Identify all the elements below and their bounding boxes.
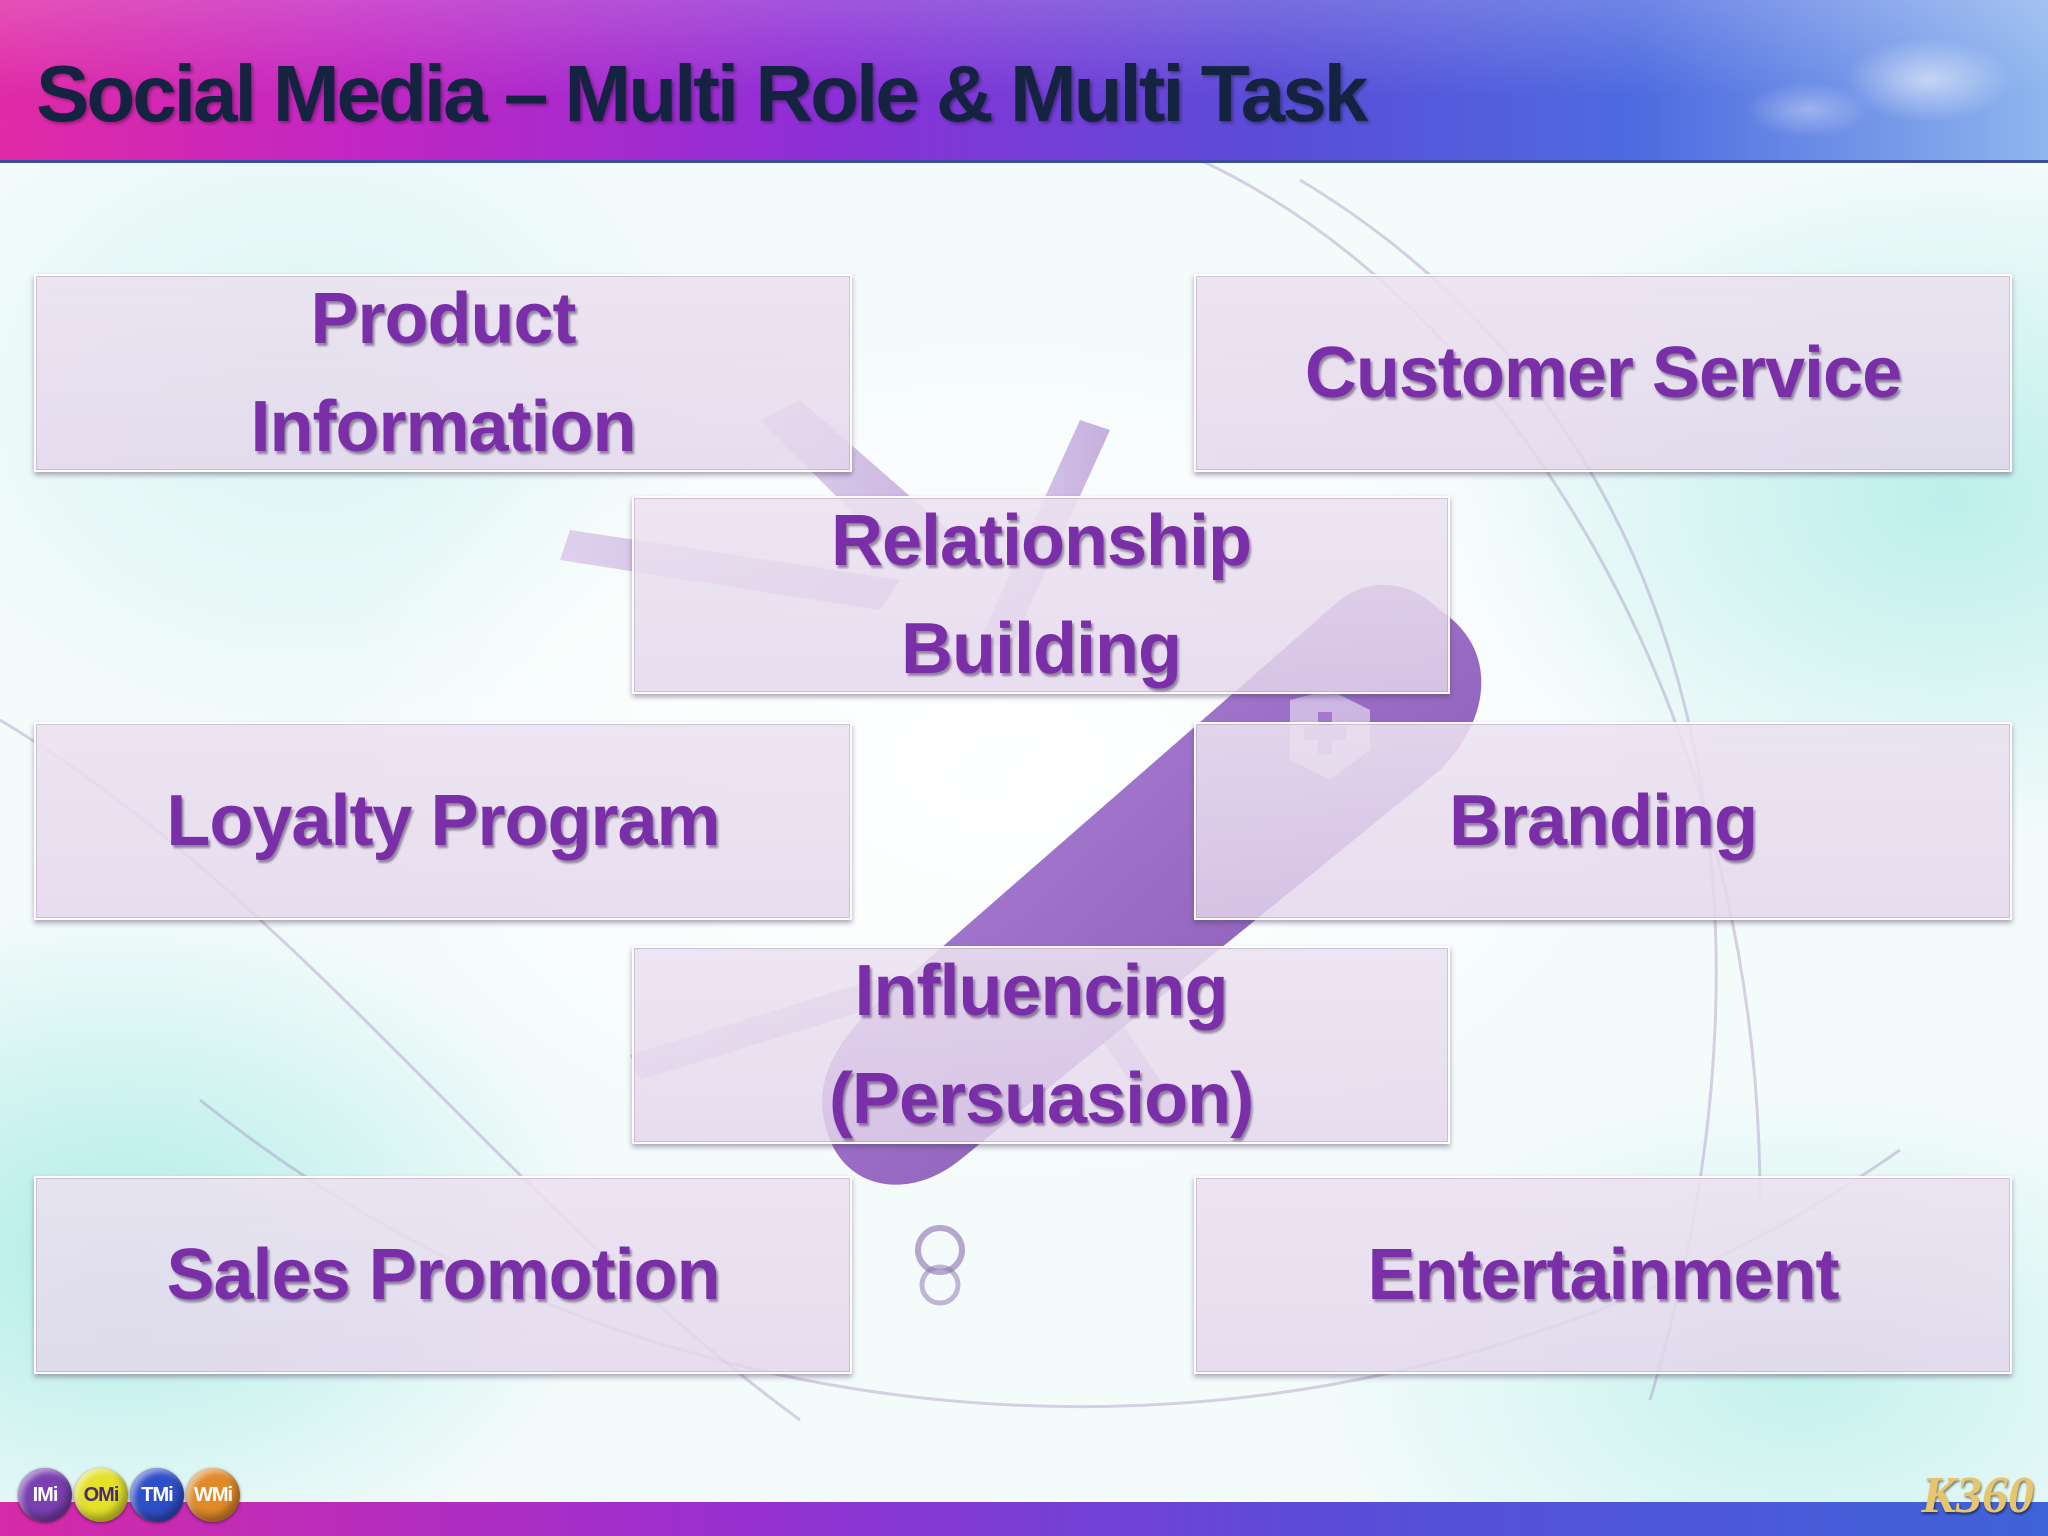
role-label: Branding [1449, 781, 1758, 861]
imi-logo: IMi [18, 1468, 72, 1522]
role-label: Entertainment [1367, 1235, 1839, 1315]
role-label: Relationship Building [830, 501, 1252, 689]
role-label: Influencing (Persuasion) [828, 951, 1254, 1139]
role-box-branding: Branding [1194, 722, 2012, 920]
role-box-loyalty-program: Loyalty Program [34, 722, 852, 920]
slide-title: Social Media – Multi Role & Multi Task [36, 49, 1368, 138]
role-box-sales-promotion: Sales Promotion [34, 1176, 852, 1374]
header-band [0, 0, 2048, 163]
role-box-relationship-building: Relationship Building [632, 496, 1450, 694]
tmi-logo: TMi [130, 1468, 184, 1522]
role-label: Product Information [250, 279, 637, 467]
role-label: Customer Service [1304, 333, 1902, 413]
role-box-product-information: Product Information [34, 274, 852, 472]
footer-band [0, 1502, 2048, 1536]
k360-logo: K360 [1921, 1467, 2034, 1524]
partner-logos: IMi OMi TMi WMi [18, 1468, 240, 1522]
role-label: Sales Promotion [166, 1235, 720, 1315]
role-box-influencing: Influencing (Persuasion) [632, 946, 1450, 1144]
role-label: Loyalty Program [166, 781, 720, 861]
omi-logo: OMi [74, 1468, 128, 1522]
role-box-entertainment: Entertainment [1194, 1176, 2012, 1374]
wmi-logo: WMi [186, 1468, 240, 1522]
role-box-customer-service: Customer Service [1194, 274, 2012, 472]
header-splash-art [1628, 0, 2048, 160]
